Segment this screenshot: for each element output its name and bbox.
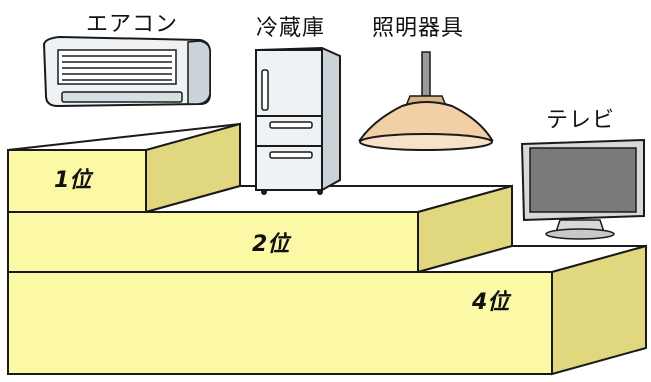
- rank-label-4: 4位: [472, 290, 510, 315]
- television-icon: [520, 138, 645, 240]
- rank-label-2: 2位: [252, 232, 290, 257]
- caption-refrigerator: 冷蔵庫: [256, 16, 326, 41]
- pendant-light-icon: [358, 51, 494, 151]
- caption-lighting: 照明器具: [372, 16, 465, 41]
- caption-television: テレビ: [546, 108, 616, 133]
- step-3-front: [7, 271, 553, 375]
- step-2-front: [7, 211, 419, 273]
- air-conditioner-icon: [42, 35, 211, 108]
- rank-label-1: 1位: [54, 168, 92, 193]
- refrigerator-icon: [254, 46, 341, 195]
- caption-air-conditioner: エアコン: [86, 12, 179, 37]
- step-3-side: [551, 244, 647, 376]
